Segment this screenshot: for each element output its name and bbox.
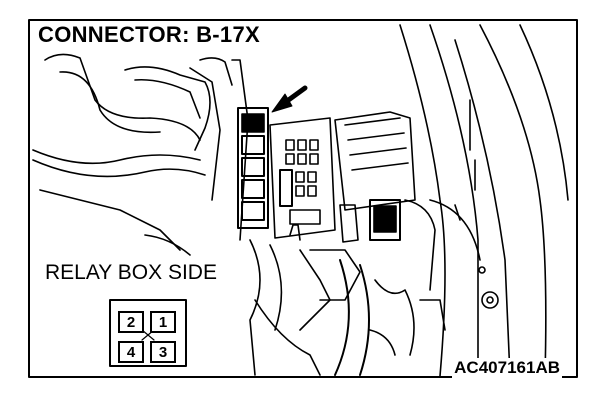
- pointer-arrow-icon: [271, 85, 308, 113]
- pin-top-left: 2: [118, 311, 144, 333]
- figure-code: AC407161AB: [452, 358, 562, 378]
- connector-title: CONNECTOR: B-17X: [35, 22, 263, 48]
- connector-pin-layout: 2 1 4 3: [114, 305, 182, 363]
- pin-top-right: 1: [150, 311, 176, 333]
- pin-bottom-right: 3: [150, 341, 176, 363]
- relay-box-side-label: RELAY BOX SIDE: [43, 260, 219, 286]
- hose-outline: [44, 53, 201, 141]
- connector-face-outline: [109, 299, 187, 367]
- pin-bottom-left: 4: [118, 341, 144, 363]
- fuse-block: [269, 117, 336, 239]
- harness-lower: [249, 239, 261, 376]
- relay-connector-column: [237, 107, 269, 229]
- fender-line: [399, 24, 446, 377]
- figure-border: [28, 19, 578, 378]
- relay-module: [334, 111, 436, 291]
